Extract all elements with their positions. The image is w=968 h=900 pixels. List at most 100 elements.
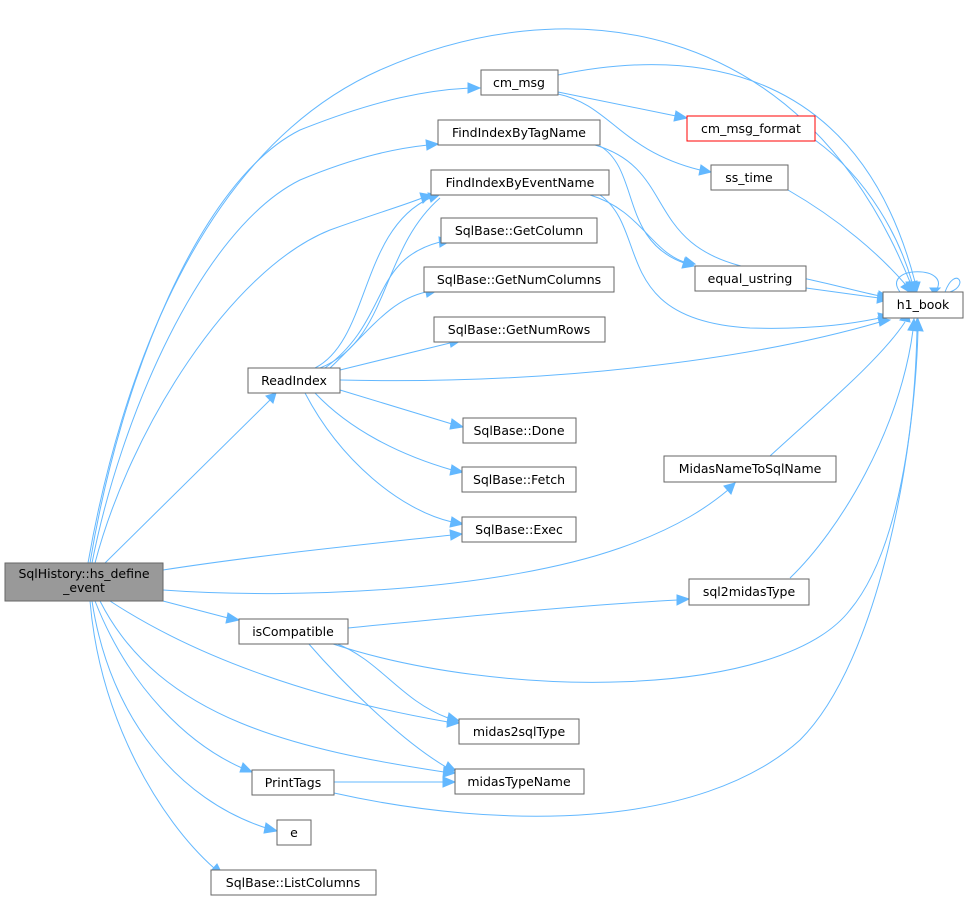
edge-h1-book-self bbox=[896, 271, 939, 293]
edge-is-compatible-midas2sql bbox=[334, 642, 449, 719]
node-sqlbase-done[interactable]: SqlBase::Done bbox=[462, 417, 577, 444]
edge-root-midas2sql bbox=[109, 600, 449, 723]
node-label: h1_book bbox=[897, 297, 950, 312]
node-label: cm_msg_format bbox=[701, 121, 801, 136]
node-sqlbase-exec[interactable]: SqlBase::Exec bbox=[461, 516, 577, 543]
edge-is-compatible-midas-type-name bbox=[307, 642, 447, 768]
node-equal-ustring[interactable]: equal_ustring bbox=[694, 265, 807, 292]
node-label: ss_time bbox=[725, 170, 773, 185]
node-sqlbase-list-columns[interactable]: SqlBase::ListColumns bbox=[210, 869, 377, 896]
arrowhead bbox=[673, 110, 689, 122]
edge-sql2midas-h1-book bbox=[789, 329, 914, 579]
edge-read-h1-book bbox=[339, 321, 881, 382]
node-label-line1: SqlHistory::hs_define bbox=[18, 566, 149, 581]
edge-root-read-index bbox=[104, 399, 271, 564]
node-sql2midas-type[interactable]: sql2midasType bbox=[688, 578, 810, 606]
edge-read-find-event-b bbox=[319, 197, 441, 369]
node-label: SqlBase::Fetch bbox=[473, 472, 565, 487]
edge-root-e bbox=[91, 600, 267, 829]
edge-is-compatible-sql2midas bbox=[347, 599, 679, 629]
node-find-index-by-event-name[interactable]: FindIndexByEventName bbox=[430, 169, 610, 196]
arrowhead bbox=[449, 418, 465, 430]
edge-root-list-columns bbox=[89, 600, 215, 869]
edge-cm-msg-h1-book bbox=[557, 64, 916, 283]
node-label: midasTypeName bbox=[467, 774, 571, 789]
edge-root-exec bbox=[162, 534, 453, 571]
node-sql-history-hs-define-event[interactable]: SqlHistory::hs_define _event bbox=[4, 562, 164, 602]
edge-find-event-h1-book bbox=[599, 194, 881, 329]
arrowhead bbox=[449, 464, 465, 476]
edge-ss-time-h1-book bbox=[787, 189, 906, 285]
node-midas-type-name[interactable]: midasTypeName bbox=[454, 768, 585, 795]
node-sqlbase-fetch[interactable]: SqlBase::Fetch bbox=[461, 466, 577, 493]
node-cm-msg-format[interactable]: cm_msg_format bbox=[686, 115, 816, 142]
node-label: sql2midasType bbox=[703, 584, 796, 599]
edge-read-exec bbox=[304, 392, 453, 523]
edges bbox=[87, 28, 961, 875]
node-midas-name-to-sql-name[interactable]: MidasNameToSqlName bbox=[663, 455, 837, 483]
arrowhead bbox=[446, 712, 461, 724]
arrowhead bbox=[443, 761, 458, 772]
node-ss-time[interactable]: ss_time bbox=[710, 164, 789, 191]
edge-print-tags-h1-book bbox=[333, 329, 919, 817]
node-label: SqlBase::ListColumns bbox=[226, 875, 360, 890]
arrowhead bbox=[265, 392, 277, 404]
edge-midas-to-sql-h1-book bbox=[769, 321, 906, 457]
arrowhead bbox=[912, 317, 924, 332]
node-read-index[interactable]: ReadIndex bbox=[247, 367, 341, 394]
edge-find-tag-h1-book bbox=[594, 144, 881, 297]
node-label: PrintTags bbox=[265, 775, 321, 790]
node-sqlbase-get-column[interactable]: SqlBase::GetColumn bbox=[440, 217, 598, 244]
arrowhead bbox=[900, 280, 912, 294]
edge-root-find-tag bbox=[91, 144, 429, 564]
edge-root-print-tags bbox=[94, 600, 243, 769]
arrowhead bbox=[449, 529, 464, 541]
edge-cm-msg-format-h1-book bbox=[814, 139, 913, 283]
node-label: SqlBase::GetNumRows bbox=[448, 322, 590, 337]
node-sqlbase-get-num-columns[interactable]: SqlBase::GetNumColumns bbox=[423, 266, 615, 293]
edge-h1-book-self-b bbox=[944, 277, 961, 293]
arrowhead bbox=[467, 82, 482, 94]
node-label: FindIndexByTagName bbox=[452, 125, 586, 140]
edge-root-is-compatible bbox=[162, 600, 229, 619]
node-label: SqlBase::Exec bbox=[475, 522, 563, 537]
edge-read-done bbox=[339, 389, 453, 425]
node-sqlbase-get-num-rows[interactable]: SqlBase::GetNumRows bbox=[433, 316, 606, 343]
node-print-tags[interactable]: PrintTags bbox=[251, 769, 335, 796]
arrowhead bbox=[442, 776, 457, 788]
edge-read-find-event-a bbox=[314, 197, 431, 369]
edge-root-find-event bbox=[94, 197, 423, 564]
node-cm-msg[interactable]: cm_msg bbox=[480, 69, 559, 96]
node-label: isCompatible bbox=[252, 624, 334, 639]
arrowhead bbox=[449, 516, 465, 528]
edge-find-event-equal bbox=[589, 194, 685, 263]
node-label: ReadIndex bbox=[261, 373, 327, 388]
node-e[interactable]: e bbox=[276, 819, 312, 846]
node-h1-book[interactable]: h1_book bbox=[882, 291, 964, 319]
node-midas2sql-type[interactable]: midas2sqlType bbox=[458, 718, 580, 745]
node-label: midas2sqlType bbox=[473, 724, 566, 739]
edge-cm-msg-format bbox=[557, 91, 677, 117]
edge-read-get-num-columns bbox=[329, 291, 427, 369]
node-label: SqlBase::GetNumColumns bbox=[437, 272, 601, 287]
node-label: MidasNameToSqlName bbox=[679, 461, 822, 476]
edge-cm-msg-ss-time bbox=[557, 93, 701, 171]
edge-find-tag-equal bbox=[599, 145, 685, 264]
edge-read-fetch bbox=[314, 392, 453, 471]
edge-is-compatible-h1-book bbox=[329, 329, 918, 683]
arrowhead bbox=[425, 139, 440, 151]
edge-root-midas-type-name bbox=[99, 600, 445, 773]
arrowhead bbox=[676, 594, 691, 606]
arrowhead bbox=[682, 256, 697, 268]
edge-equal-h1-book bbox=[805, 287, 880, 299]
edge-root-cm-msg bbox=[89, 87, 471, 564]
node-label: FindIndexByEventName bbox=[446, 175, 595, 190]
node-label: e bbox=[290, 825, 298, 840]
node-label-line2: _event bbox=[62, 580, 105, 595]
node-find-index-by-tag-name[interactable]: FindIndexByTagName bbox=[437, 119, 601, 146]
node-is-compatible[interactable]: isCompatible bbox=[238, 618, 349, 645]
node-label: SqlBase::GetColumn bbox=[455, 223, 583, 238]
node-label: SqlBase::Done bbox=[473, 423, 564, 438]
arrowhead bbox=[698, 164, 713, 176]
